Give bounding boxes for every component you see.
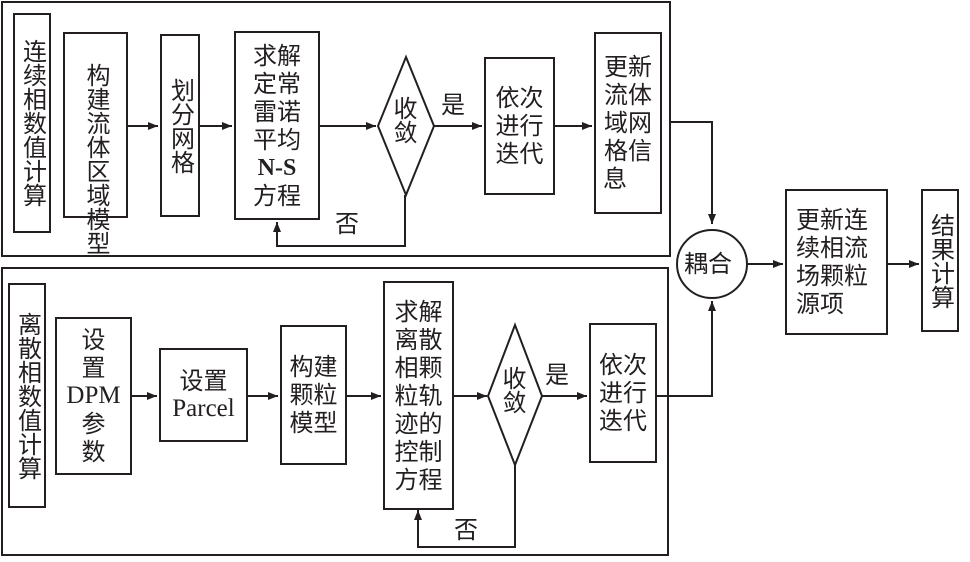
dpm-line: 参	[81, 410, 106, 438]
iterate-line: 依次	[495, 84, 544, 112]
update-mesh-line: 格信	[604, 137, 652, 165]
update-mesh-box: 更新 流体 域网 格信 息	[594, 32, 662, 214]
mesh-box: 划分网格	[160, 34, 200, 217]
discrete-phase-frame	[1, 267, 669, 556]
discrete-phase-title-text: 离散相数值计算	[13, 311, 42, 480]
update-mesh-line: 息	[603, 165, 627, 193]
particle-model-box: 构建 颗粒 模型	[280, 325, 347, 465]
update-mesh-line: 流体	[604, 81, 652, 109]
parcel-line: 设置	[179, 367, 228, 395]
solve-ns-line: 求解	[253, 41, 301, 70]
solve-trajectory-box: 求解 离散 相颗 粒轨 迹的 控制 方程	[383, 281, 454, 510]
particle-model-line: 颗粒	[289, 381, 338, 409]
arrow-update-to-coupling	[670, 121, 716, 224]
converge-diamond-top	[376, 54, 436, 198]
arrow-converge-no-loop	[273, 195, 406, 247]
no-label: 否	[454, 516, 478, 544]
iterate-box: 依次 进行 迭代	[484, 57, 555, 195]
update-source-box: 更新连 续相流 场颗粒 源项	[785, 189, 888, 335]
update-source-line: 场颗粒	[796, 262, 868, 290]
solve-trajectory-line: 方程	[394, 465, 443, 494]
dpm-line: 置	[81, 354, 106, 382]
build-fluid-model-box: 构建流体区域模型	[63, 32, 128, 255]
converge-diamond-bottom	[486, 322, 544, 468]
build-fluid-model-text: 构建流体区域模型	[82, 63, 110, 255]
arrow-iterate-to-coupling	[657, 301, 716, 397]
parcel-line: Parcel	[172, 395, 235, 422]
solve-trajectory-line: 控制	[394, 437, 443, 466]
solve-trajectory-line: 离散	[394, 325, 443, 354]
iterate-line: 迭代	[599, 407, 647, 435]
discrete-phase-title: 离散相数值计算	[8, 283, 46, 508]
converge-label: 收敛	[498, 366, 526, 414]
dpm-line: DPM	[66, 382, 121, 409]
update-mesh-line: 域网	[604, 109, 652, 137]
update-source-line: 续相流	[796, 234, 868, 262]
solve-ns-line: 方程	[253, 181, 301, 210]
update-mesh-line: 更新	[604, 53, 652, 81]
iterate-box: 依次 进行 迭代	[589, 323, 657, 463]
iterate-line: 进行	[599, 379, 647, 407]
continuous-phase-title-text: 连续相数值计算	[18, 39, 47, 207]
yes-label: 是	[441, 91, 465, 119]
solve-ns-line: N-S	[257, 154, 297, 181]
continuous-phase-frame	[1, 1, 671, 257]
solve-trajectory-line: 粒轨	[394, 381, 443, 410]
parcel-box: 设置 Parcel	[159, 348, 248, 442]
particle-model-line: 构建	[289, 353, 338, 381]
solve-ns-line: 平均	[253, 125, 301, 154]
dpm-box: 设 置 DPM 参 数	[55, 317, 132, 475]
update-source-line: 更新连	[796, 206, 868, 234]
yes-label: 是	[545, 361, 569, 389]
iterate-line: 依次	[599, 351, 647, 379]
iterate-line: 迭代	[495, 140, 544, 168]
update-source-line: 源项	[796, 290, 844, 318]
converge-label: 收敛	[389, 96, 417, 144]
dpm-line: 数	[81, 438, 106, 466]
mesh-text: 划分网格	[166, 77, 195, 174]
coupling-circle	[676, 229, 748, 299]
solve-trajectory-line: 迹的	[394, 409, 443, 438]
arrow-converge-no-loop	[414, 465, 516, 548]
solve-trajectory-line: 相颗	[394, 353, 443, 382]
solve-trajectory-line: 求解	[394, 297, 443, 326]
result-box: 结果计算	[921, 189, 959, 332]
dpm-line: 设	[81, 326, 106, 354]
continuous-phase-title: 连续相数值计算	[13, 13, 51, 233]
result-text: 结果计算	[926, 212, 955, 309]
solve-ns-box: 求解 定常 雷诺 平均 N-S 方程	[234, 31, 320, 220]
iterate-line: 进行	[495, 112, 544, 140]
no-label: 否	[335, 210, 359, 238]
solve-ns-line: 雷诺	[253, 97, 301, 126]
solve-ns-line: 定常	[253, 69, 301, 98]
particle-model-line: 模型	[289, 409, 338, 437]
coupling-label: 耦合	[684, 250, 732, 278]
